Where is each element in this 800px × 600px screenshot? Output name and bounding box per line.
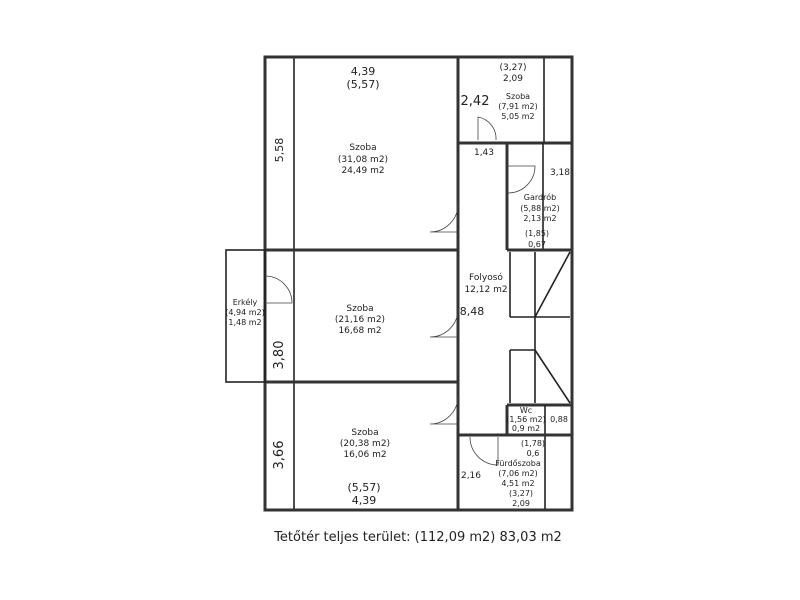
- room-name: Szoba: [349, 143, 376, 153]
- dim: 2,09: [512, 499, 530, 508]
- dim: 1,43: [474, 148, 494, 158]
- room-net-area: 2,13 m2: [523, 214, 556, 223]
- room-name: Gardrób: [524, 192, 556, 202]
- room-net-area: 0,9 m2: [512, 424, 540, 433]
- room-gross-area: (4,94 m2): [225, 308, 264, 317]
- dim: 3,18: [550, 168, 570, 178]
- room-name: Szoba: [351, 428, 378, 438]
- door-swing-icon: [429, 202, 459, 233]
- door-swing-icon: [507, 165, 536, 194]
- door-swing-icon: [477, 116, 497, 141]
- dim: 4,39: [352, 494, 377, 507]
- room-net-area: 12,12 m2: [464, 285, 507, 295]
- balcony-outline: [225, 249, 266, 383]
- dim: 2,16: [461, 471, 481, 481]
- room-name: Fürdőszoba: [495, 459, 541, 468]
- room-gross-area: (7,06 m2): [498, 469, 537, 478]
- room-name: Szoba: [506, 92, 530, 101]
- room-name: Folyosó: [469, 272, 503, 283]
- dim: 2,42: [461, 94, 490, 109]
- dim: (1,78): [521, 439, 545, 448]
- dim: 3,66: [272, 441, 287, 470]
- door-swing-icon: [429, 307, 459, 338]
- room-net-area: 24,49 m2: [341, 166, 384, 176]
- room-net-area: 4,51 m2: [501, 479, 534, 488]
- room-name: Szoba: [346, 304, 373, 314]
- room-name: Erkély: [233, 297, 258, 307]
- door-swing-icon: [429, 395, 459, 425]
- door-swing-icon: [469, 436, 499, 466]
- dim: 0,67: [528, 240, 546, 249]
- room-gross-area: (31,08 m2): [338, 155, 388, 165]
- room-net-area: 1,48 m2: [228, 318, 261, 327]
- dim: (5,57): [347, 481, 380, 494]
- room-gross-area: (5,88 m2): [520, 204, 559, 213]
- dim: (3,27): [509, 489, 533, 498]
- dim: 4,39: [351, 65, 376, 78]
- room-gross-area: (21,16 m2): [335, 315, 385, 325]
- doors: [264, 116, 536, 466]
- dim: (5,57): [346, 78, 379, 91]
- dim: 5,58: [273, 138, 286, 163]
- room-net-area: 5,05 m2: [501, 112, 534, 121]
- staircase: [509, 251, 571, 404]
- room-name: Wc: [520, 406, 532, 415]
- dim: 8,48: [460, 305, 485, 318]
- room-net-area: 16,68 m2: [338, 326, 381, 336]
- room-gross-area: (20,38 m2): [340, 439, 390, 449]
- walls: [225, 55, 574, 512]
- dim: (1,85): [525, 229, 549, 238]
- room-gross-area: (7,91 m2): [498, 102, 537, 111]
- total-area-caption: Tetőtér teljes terület: (112,09 m2) 83,0…: [273, 530, 562, 545]
- dim: 0,88: [550, 415, 568, 424]
- door-swing-icon: [264, 275, 293, 304]
- room-net-area: 16,06 m2: [343, 450, 386, 460]
- dim: 0,6: [527, 449, 540, 458]
- dim: (3,27): [499, 63, 526, 73]
- room-gross-area: (1,56 m2): [506, 415, 545, 424]
- dim: 2,09: [503, 74, 523, 84]
- dim: 3,80: [272, 341, 287, 370]
